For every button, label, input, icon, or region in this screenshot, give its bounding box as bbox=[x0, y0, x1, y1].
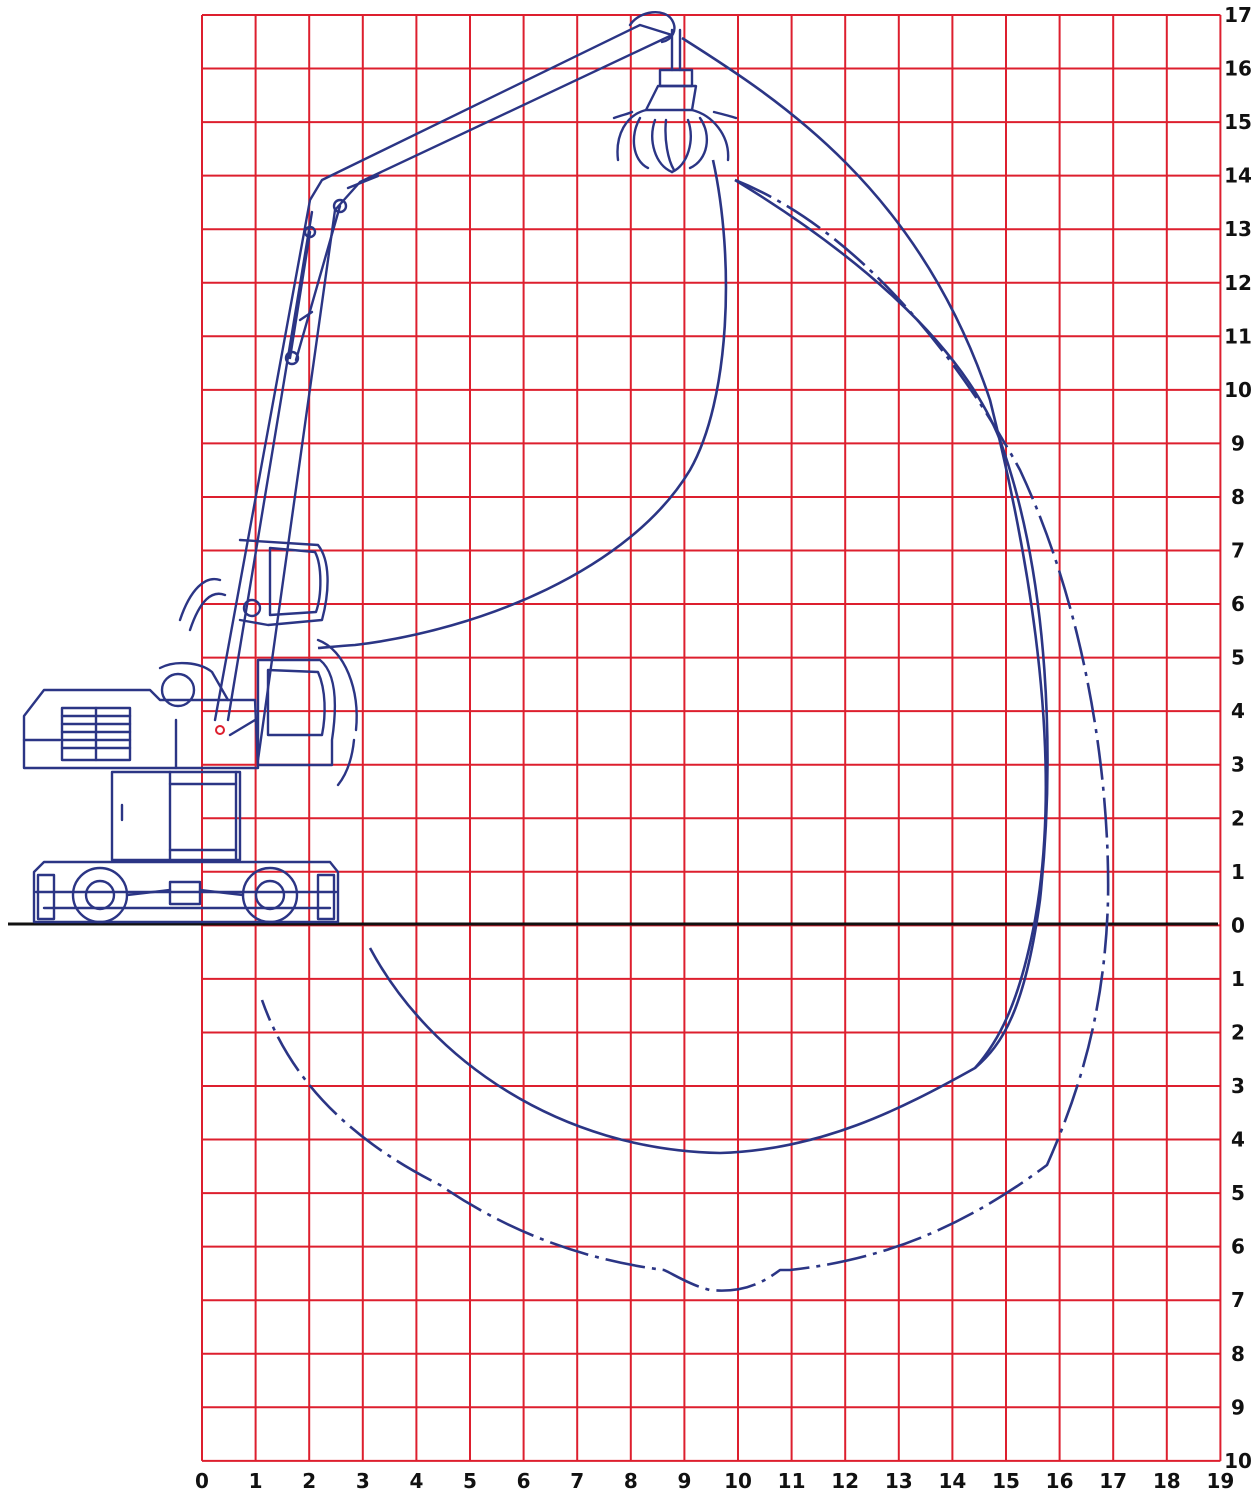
x-tick-label: 7 bbox=[570, 1469, 584, 1493]
grab-icon bbox=[612, 28, 738, 174]
stick-icon bbox=[284, 198, 348, 366]
y-tick-label: 14 bbox=[1224, 164, 1252, 188]
inner-reach-envelope bbox=[368, 36, 1048, 1155]
y-tick-label: 11 bbox=[1224, 324, 1252, 348]
y-tick-label: 12 bbox=[1224, 271, 1252, 295]
y-tick-label: 8 bbox=[1231, 1342, 1245, 1366]
x-tick-label: 12 bbox=[831, 1469, 859, 1493]
lamp-icon bbox=[215, 725, 225, 735]
y-tick-label: 10 bbox=[1224, 1449, 1252, 1473]
y-tick-label: 5 bbox=[1231, 1181, 1245, 1205]
x-tick-label: 15 bbox=[992, 1469, 1020, 1493]
x-tick-label: 17 bbox=[1099, 1469, 1127, 1493]
x-tick-label: 11 bbox=[778, 1469, 806, 1493]
y-tick-label: 6 bbox=[1231, 592, 1245, 616]
y-tick-label: 9 bbox=[1231, 1395, 1245, 1419]
x-tick-label: 1 bbox=[249, 1469, 263, 1493]
x-tick-label: 6 bbox=[517, 1469, 531, 1493]
y-tick-label: 1 bbox=[1231, 967, 1245, 991]
grab-inner-arc bbox=[317, 159, 728, 650]
undercarriage-icon bbox=[32, 860, 340, 924]
y-tick-label: 1 bbox=[1231, 860, 1245, 884]
y-tick-label: 3 bbox=[1231, 753, 1245, 777]
boom-tip-icon bbox=[628, 11, 676, 44]
outer-reach-envelope bbox=[260, 178, 1110, 1292]
y-tick-label: 15 bbox=[1224, 110, 1252, 134]
y-tick-label: 2 bbox=[1231, 1020, 1245, 1044]
y-tick-label: 7 bbox=[1231, 1288, 1245, 1312]
y-tick-label: 17 bbox=[1224, 3, 1252, 27]
superstructure-icon bbox=[22, 661, 260, 770]
reach-envelopes bbox=[260, 36, 1110, 1292]
grid bbox=[201, 14, 1222, 1462]
y-tick-label: 7 bbox=[1231, 539, 1245, 563]
y-tick-label: 3 bbox=[1231, 1074, 1245, 1098]
x-tick-label: 2 bbox=[302, 1469, 316, 1493]
x-tick-label: 16 bbox=[1046, 1469, 1074, 1493]
y-tick-label: 13 bbox=[1224, 217, 1252, 241]
x-tick-label: 9 bbox=[677, 1469, 691, 1493]
y-tick-label: 6 bbox=[1231, 1235, 1245, 1259]
x-tick-label: 8 bbox=[624, 1469, 638, 1493]
x-tick-label: 4 bbox=[409, 1469, 423, 1493]
x-tick-label: 19 bbox=[1206, 1469, 1234, 1493]
x-tick-label: 13 bbox=[885, 1469, 913, 1493]
y-tick-label: 4 bbox=[1231, 1128, 1245, 1152]
y-tick-label: 9 bbox=[1231, 431, 1245, 455]
y-tick-label: 8 bbox=[1231, 485, 1245, 509]
y-tick-label: 16 bbox=[1224, 57, 1252, 81]
x-tick-label: 18 bbox=[1153, 1469, 1181, 1493]
y-tick-label: 10 bbox=[1224, 378, 1252, 402]
y-tick-label: 5 bbox=[1231, 646, 1245, 670]
y-tick-label: 0 bbox=[1231, 913, 1245, 937]
tower-icon bbox=[110, 770, 242, 862]
mid-reach-envelope bbox=[734, 178, 1049, 1069]
x-tick-label: 0 bbox=[195, 1469, 209, 1493]
raised-cab-icon bbox=[178, 538, 358, 787]
boom-icon bbox=[213, 23, 674, 762]
y-tick-label: 2 bbox=[1231, 806, 1245, 830]
x-tick-label: 14 bbox=[938, 1469, 966, 1493]
x-tick-label: 5 bbox=[463, 1469, 477, 1493]
x-tick-label: 3 bbox=[356, 1469, 370, 1493]
material-handler-machine bbox=[22, 11, 738, 924]
x-tick-label: 10 bbox=[724, 1469, 752, 1493]
y-tick-label: 4 bbox=[1231, 699, 1245, 723]
